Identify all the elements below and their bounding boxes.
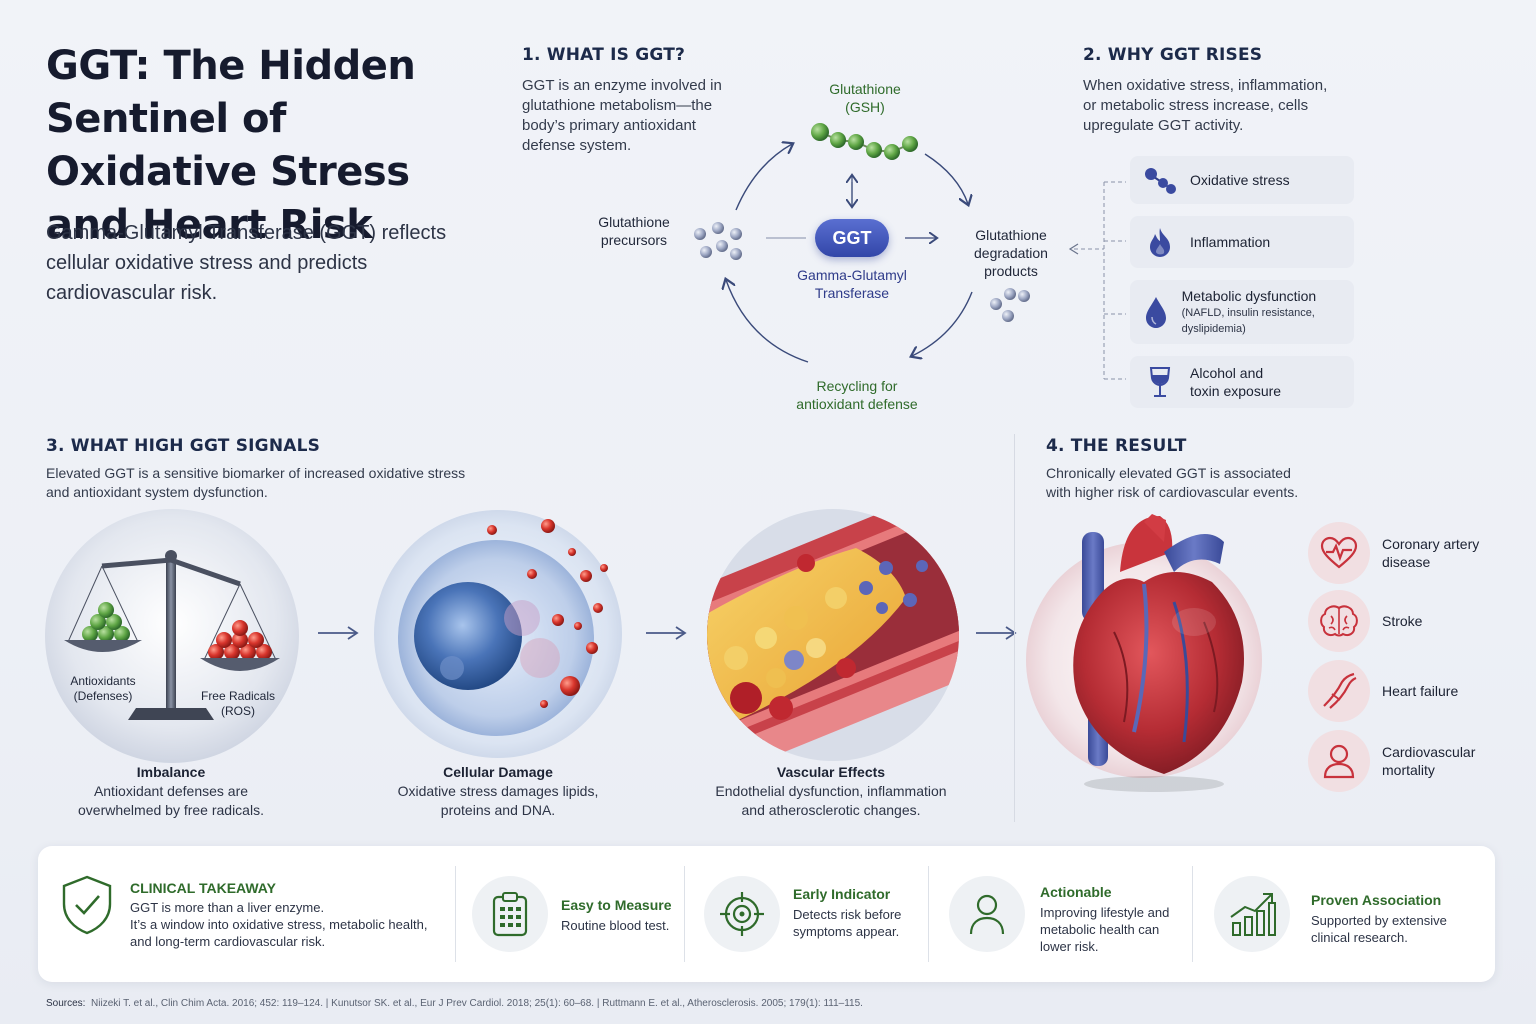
section3-text: Elevated GGT is a sensitive biomarker of… [46, 465, 466, 500]
rise-connector-lines [1068, 181, 1126, 380]
flame-icon [1150, 228, 1170, 257]
outcome-label: Cardiovascular mortality [1382, 744, 1476, 778]
item-title: Actionable [1040, 884, 1112, 900]
early-indicator-icon-wrap [704, 876, 780, 952]
outcome-label: Coronary artery disease [1382, 536, 1480, 570]
proven-association-icon-wrap [1214, 876, 1290, 952]
stage-title: Vascular Effects [776, 764, 886, 780]
free-radicals-label: Free Radicals (ROS) [200, 689, 276, 718]
heart-pulse-icon [1320, 536, 1358, 569]
takeaway-title: CLINICAL TAKEAWAY [130, 880, 276, 896]
sources-label: Sources: [46, 998, 86, 1009]
section4-text: Chronically elevated GGT is associated w… [1046, 465, 1299, 500]
outcome-heart-failure: Heart failure [1308, 660, 1512, 722]
takeaway-text: GGT is more than a liver enzyme. It’s a … [130, 900, 428, 949]
stage-arrow-1 [318, 626, 359, 640]
precursor-molecules-icon [694, 222, 742, 260]
section3-heading: 3. WHAT HIGH GGT SIGNALS [46, 436, 321, 456]
clipboard-icon [492, 892, 528, 937]
page-title: GGT: The Hidden Sentinel of Oxidative St… [46, 43, 416, 248]
rise-item-oxidative-stress: Oxidative stress [1130, 156, 1354, 204]
section1-heading: 1. WHAT IS GGT? [522, 45, 686, 65]
stage-vascular-effects: Vascular Effects Endothelial dysfunction… [706, 763, 956, 820]
molecule-icon [1145, 168, 1176, 194]
balance-scale-illustration [45, 509, 299, 763]
ggt-cycle-arrows [700, 120, 1000, 363]
stage-arrow-3 [976, 626, 1017, 640]
section1-text: GGT is an enzyme involved in glutathione… [522, 77, 722, 154]
precursors-label: Glutathione precursors [598, 214, 670, 248]
artery-icon [1323, 672, 1357, 709]
person-icon [1323, 744, 1355, 779]
outcome-cardiovascular-mortality: Cardiovascular mortality [1308, 730, 1512, 792]
rise-item-label: Oxidative stress [1190, 172, 1290, 188]
divider [928, 866, 929, 962]
easy-measure-icon-wrap [472, 876, 548, 952]
heart-illustration [1026, 514, 1262, 792]
growth-chart-icon [1230, 893, 1276, 936]
rise-item-alcohol: Alcohol and toxin exposure [1130, 356, 1354, 408]
actionable-icon-wrap [949, 876, 1025, 952]
item-text: Detects risk before symptoms appear. [793, 907, 902, 939]
wine-glass-icon [1149, 367, 1171, 397]
degradation-molecules-icon [990, 288, 1030, 322]
stage-title: Imbalance [136, 764, 206, 780]
page-subtitle: Gamma-Glutamyl Transferase (GGT) reflect… [46, 222, 447, 304]
user-icon [969, 894, 1005, 935]
sources-footer: Sources: Niizeki T. et al., Clin Chim Ac… [46, 998, 863, 1009]
artery-plaque-illustration [707, 509, 959, 761]
outcome-stroke: Stroke [1308, 590, 1512, 652]
rise-item-sublabel: (NAFLD, insulin resistance, dyslipidemia… [1181, 307, 1315, 335]
item-title: Proven Association [1311, 892, 1442, 908]
stage-imbalance: Imbalance Antioxidant defenses are overw… [56, 763, 286, 820]
divider [1192, 866, 1193, 962]
section2-text: When oxidative stress, inflammation, or … [1083, 77, 1328, 134]
item-title: Early Indicator [793, 886, 891, 902]
target-icon [720, 892, 764, 936]
brain-icon [1320, 605, 1358, 637]
item-text: Improving lifestyle and metabolic health… [1040, 905, 1170, 954]
stage-text: Antioxidant defenses are overwhelmed by … [78, 783, 264, 818]
sources-text: Niizeki T. et al., Clin Chim Acta. 2016;… [91, 998, 863, 1009]
stage-text: Oxidative stress damages lipids, protein… [397, 783, 599, 818]
clinical-takeaway-panel: CLINICAL TAKEAWAY GGT is more than a liv… [38, 846, 1495, 982]
item-text: Routine blood test. [561, 918, 670, 933]
glutathione-label: Glutathione (GSH) [829, 81, 901, 115]
section2-heading: 2. WHY GGT RISES [1083, 45, 1263, 65]
rise-item-inflammation: Inflammation [1130, 216, 1354, 268]
stage-text: Endothelial dysfunction, inflammation an… [715, 783, 947, 818]
divider [684, 866, 685, 962]
section4-heading: 4. THE RESULT [1046, 436, 1187, 456]
rise-item-label: Inflammation [1190, 234, 1271, 250]
stage-cellular-damage: Cellular Damage Oxidative stress damages… [378, 763, 618, 820]
recycling-label: Recycling for antioxidant defense [796, 378, 918, 412]
shield-check-icon [62, 875, 112, 935]
rise-item-label: Alcohol and toxin exposure [1190, 365, 1282, 399]
section-divider [1014, 434, 1015, 822]
divider [455, 866, 456, 962]
rise-item-label: Metabolic dysfunction [1181, 288, 1317, 304]
rise-item-metabolic-dysfunction: Metabolic dysfunction (NAFLD, insulin re… [1130, 280, 1354, 344]
outcome-coronary-artery-disease: Coronary artery disease [1308, 522, 1512, 584]
droplet-icon [1145, 297, 1166, 328]
outcome-label: Heart failure [1382, 683, 1459, 699]
antioxidants-label: Antioxidants (Defenses) [70, 674, 136, 703]
ggt-full-name: Gamma-Glutamyl Transferase [797, 267, 907, 301]
item-text: Supported by extensive clinical research… [1311, 913, 1447, 945]
stage-title: Cellular Damage [443, 764, 553, 780]
ggt-pill: GGT [815, 219, 889, 257]
cell-damage-illustration [374, 510, 622, 758]
outcome-label: Stroke [1382, 613, 1423, 629]
item-title: Easy to Measure [561, 897, 672, 913]
glutathione-molecule-icon [811, 123, 918, 160]
degradation-label: Glutathione degradation products [974, 227, 1048, 279]
stage-arrow-2 [646, 626, 687, 640]
